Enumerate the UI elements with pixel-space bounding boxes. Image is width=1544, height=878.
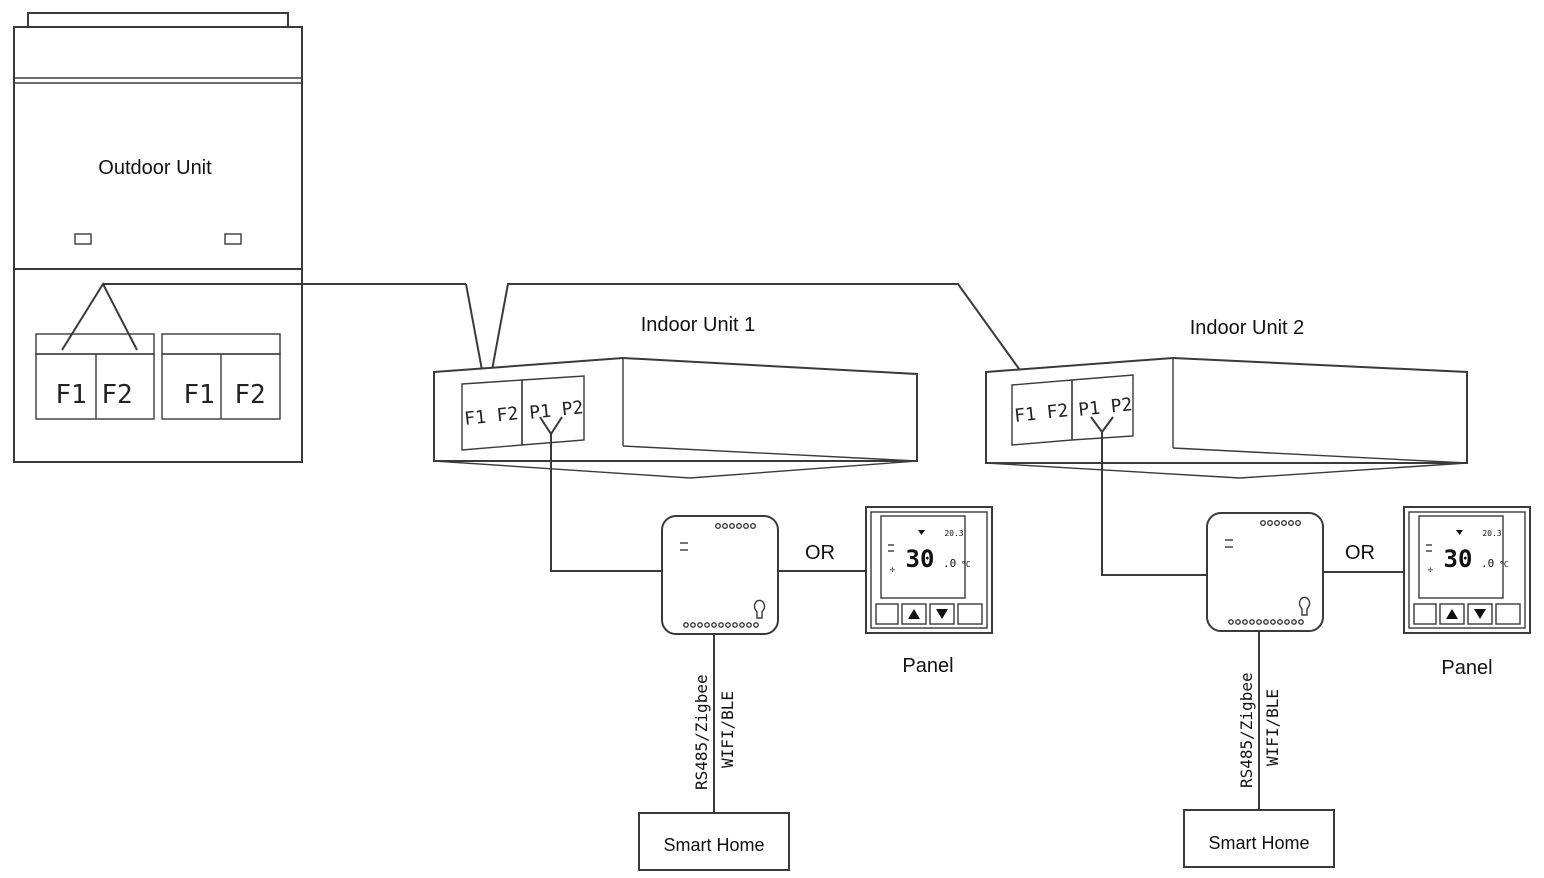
indoor-unit-1: F1 F2 P1 P2 Indoor Unit 1 [433, 314, 918, 479]
svg-text:°C: °C [1499, 560, 1509, 569]
control-panel-1: 20.3 30 .0 °C ✣ [865, 506, 993, 634]
svg-text:✣: ✣ [1428, 565, 1433, 574]
outdoor-unit: Outdoor Unit F1 F2 F1 F2 [13, 12, 303, 463]
smart-home-box-2: Smart Home [1183, 809, 1335, 868]
smart-home-box-1: Smart Home [638, 812, 790, 871]
panel-1-onoff-button[interactable] [875, 603, 899, 625]
panel-1-up-button[interactable] [901, 603, 927, 625]
svg-text:✣: ✣ [890, 565, 895, 574]
panel-2-lcd [1418, 515, 1504, 599]
smart-gateway-2 [1206, 512, 1324, 632]
indoor-unit-2-label: Indoor Unit 2 [1190, 317, 1305, 339]
up-arrow-icon [1446, 609, 1458, 619]
terminal-f1: F1 [183, 380, 214, 410]
panel-2-up-button[interactable] [1439, 603, 1465, 625]
smart-gateway-1 [661, 515, 779, 635]
indoor-unit-2: F1 F2 P1 P2 Indoor Unit 2 [985, 317, 1468, 479]
panel-1-down-button[interactable] [929, 603, 955, 625]
outdoor-terminal-block-1: F1 F2 [35, 333, 155, 420]
protocol-label-2b: WIFI/BLE [1263, 689, 1282, 766]
f1-f2-bus-wire [61, 281, 1041, 399]
panel-2-onoff-button[interactable] [1413, 603, 1437, 625]
terminal-f2: F2 [234, 380, 265, 410]
terminal-f2: F2 [101, 380, 132, 410]
svg-text:20.3: 20.3 [944, 529, 963, 538]
protocol-label-2a: RS485/Zigbee [1237, 672, 1256, 788]
outdoor-unit-label: Outdoor Unit [98, 157, 212, 179]
outdoor-unit-body [13, 26, 303, 463]
protocol-label-1a: RS485/Zigbee [692, 674, 711, 790]
outdoor-unit-top-cap [27, 12, 289, 29]
outdoor-indicator-left [74, 233, 92, 245]
down-arrow-icon [1474, 609, 1486, 619]
up-arrow-icon [908, 609, 920, 619]
svg-text:Smart Home: Smart Home [663, 835, 764, 855]
panel-1-function-button[interactable] [957, 603, 983, 625]
panel-label-1: Panel [902, 655, 953, 677]
protocol-label-1b: WIFI/BLE [718, 691, 737, 768]
panel-2-function-button[interactable] [1495, 603, 1521, 625]
terminal-f1: F1 [55, 380, 86, 410]
outdoor-terminal-block-2: F1 F2 [161, 333, 281, 420]
svg-text:°C: °C [961, 560, 971, 569]
panel-2-down-button[interactable] [1467, 603, 1493, 625]
or-label-2: OR [1345, 542, 1375, 564]
svg-text:Smart Home: Smart Home [1208, 833, 1309, 853]
indoor-unit-1-label: Indoor Unit 1 [641, 314, 756, 336]
control-panel-2: 20.3 30 .0 °C ✣ [1403, 506, 1531, 634]
or-label-1: OR [805, 542, 835, 564]
svg-text:.0: .0 [1481, 557, 1494, 570]
svg-text:.0: .0 [943, 557, 956, 570]
down-arrow-icon [936, 609, 948, 619]
svg-text:20.3: 20.3 [1482, 529, 1501, 538]
svg-text:30: 30 [1444, 545, 1473, 573]
outdoor-indicator-right [224, 233, 242, 245]
svg-text:30: 30 [906, 545, 935, 573]
panel-label-2: Panel [1441, 657, 1492, 679]
panel-1-lcd [880, 515, 966, 599]
